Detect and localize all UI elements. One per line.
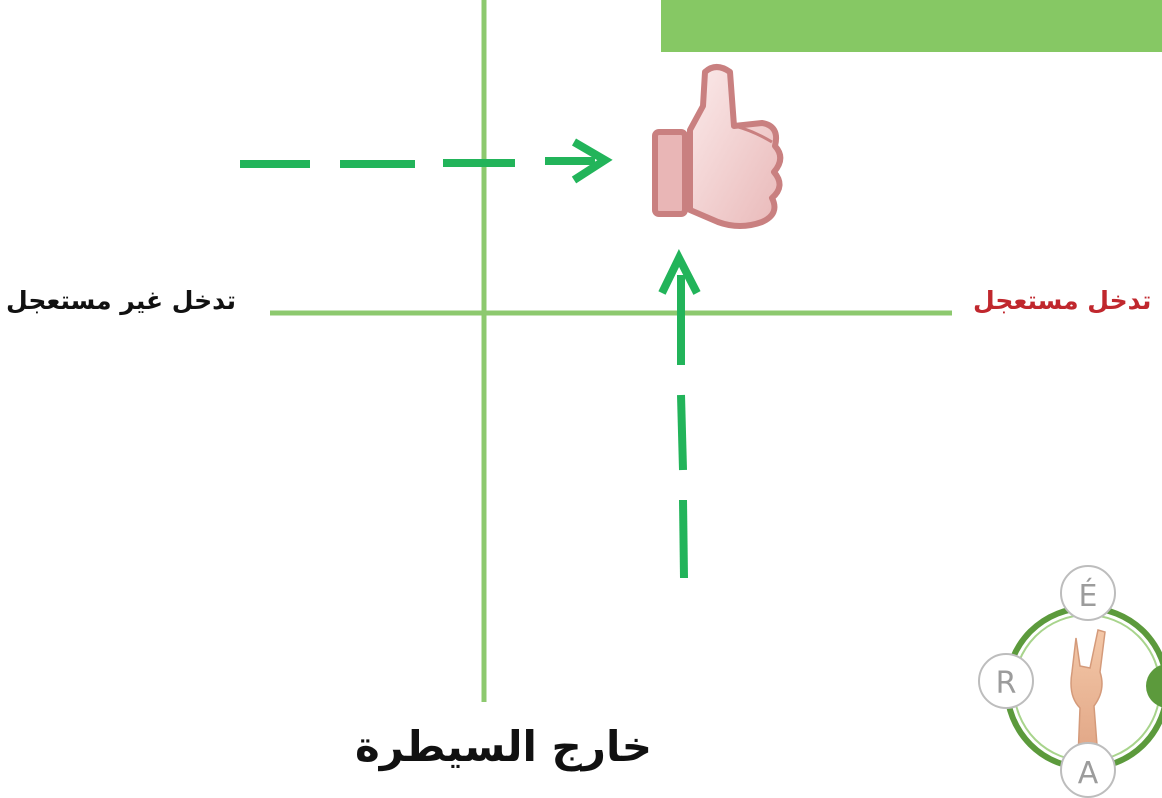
- logo-letter-top: É: [1079, 578, 1098, 614]
- vertical-dashed-arrow: [662, 258, 697, 578]
- logo: É R A: [979, 566, 1162, 797]
- urgent-intervention-label: تدخل مستعجل: [973, 286, 1151, 315]
- horizontal-dashed-arrow: [240, 142, 605, 180]
- logo-letter-left: R: [996, 666, 1017, 701]
- logo-letter-bottom: A: [1078, 756, 1099, 791]
- non-urgent-intervention-label: تدخل غير مستعجل: [6, 286, 236, 315]
- out-of-control-label: خارج السيطرة: [355, 722, 652, 771]
- thumbs-up-icon: [655, 67, 780, 226]
- peace-hand-icon: [1071, 630, 1105, 758]
- logo-green-dot: [1146, 664, 1162, 708]
